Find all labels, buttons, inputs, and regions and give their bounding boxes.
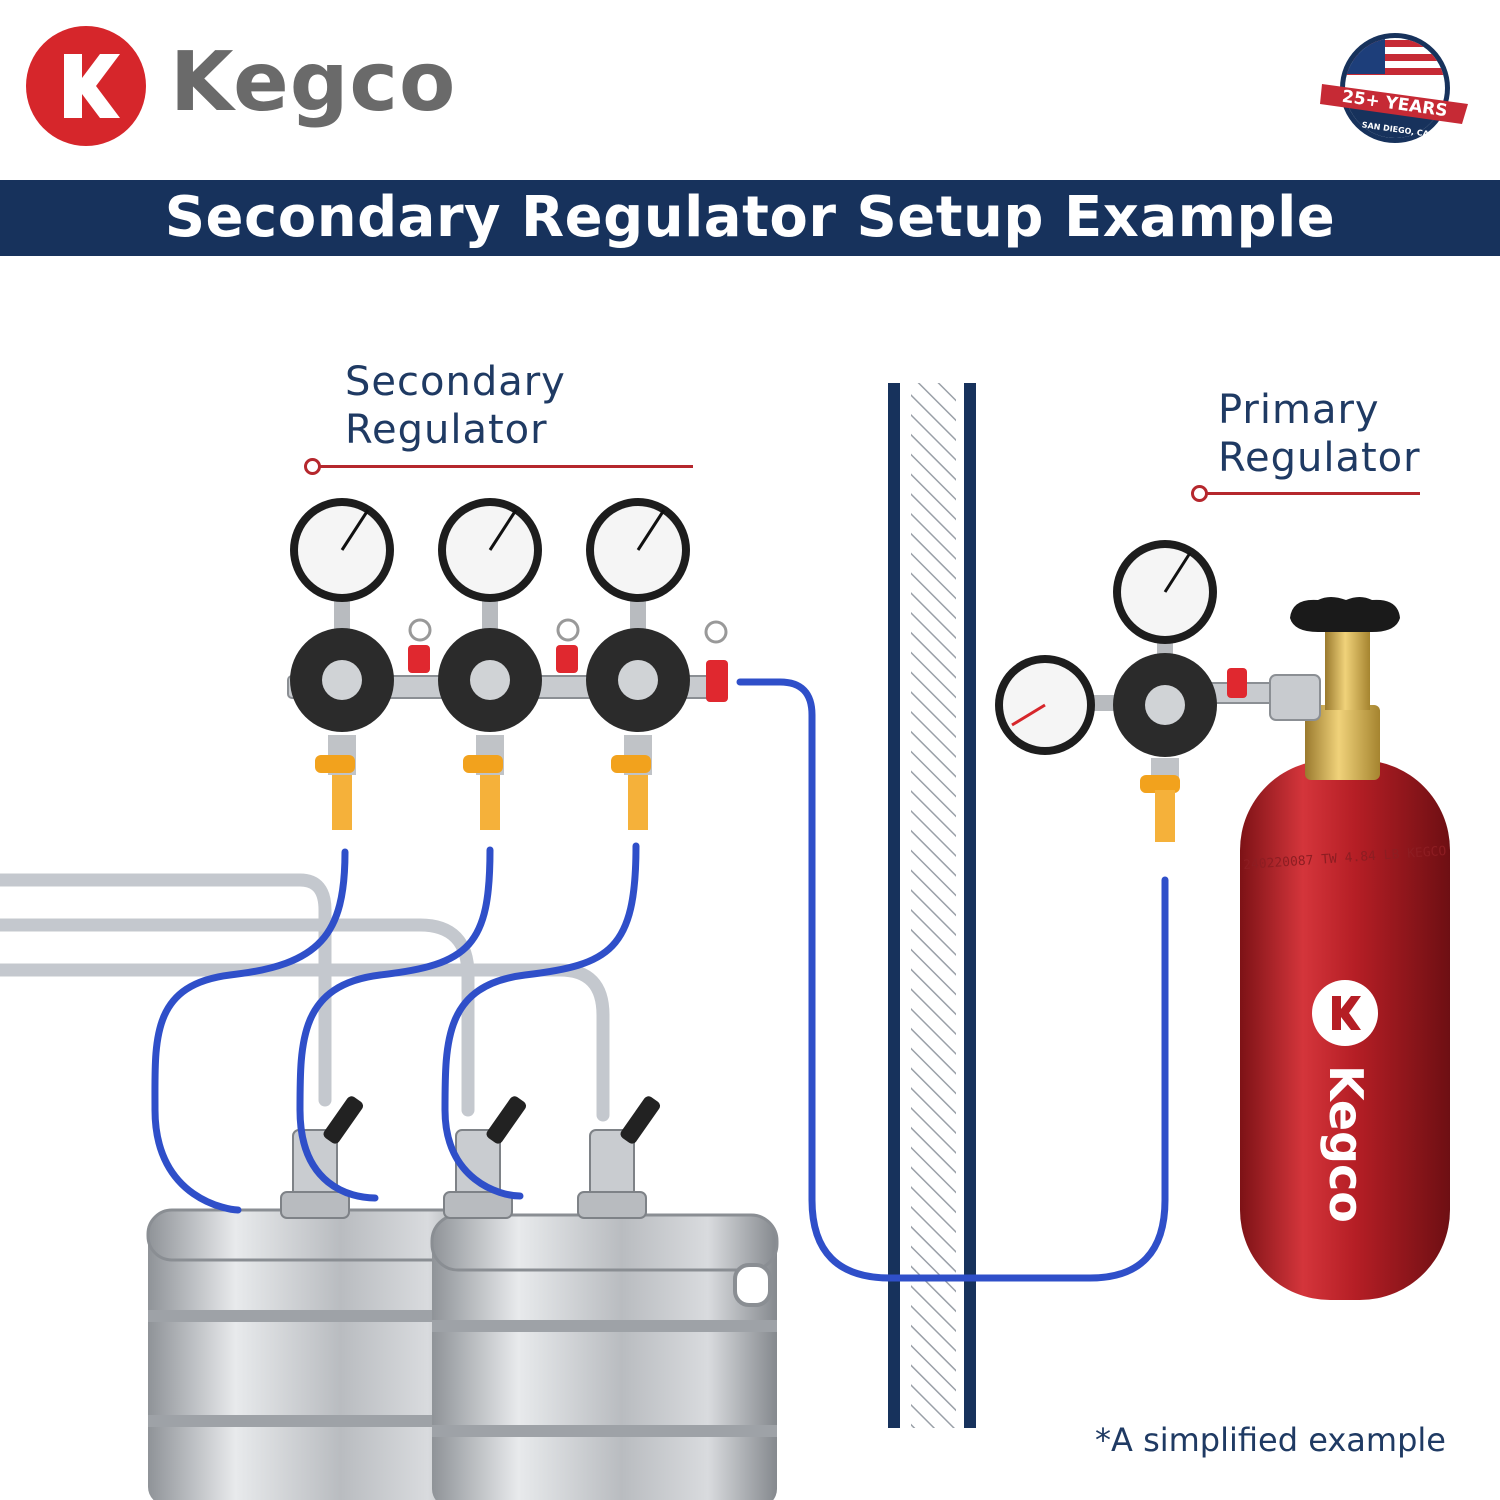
wall-line-right [964,383,976,1428]
keg-couplers [280,1096,661,1219]
coupler-2 [443,1096,527,1219]
title-banner: Secondary Regulator Setup Example [0,180,1500,256]
k-logo-icon [64,54,120,118]
primary-label-line2: Regulator [1218,435,1421,481]
primary-label-line1: Primary [1218,387,1380,433]
coupler-1 [280,1096,364,1219]
safety-valve-icon [706,660,728,702]
wall-hatch [911,383,956,1428]
safety-valve-icon [408,645,430,673]
safety-valve-icon [1227,668,1247,698]
keg-right [430,1213,779,1500]
gas-line-through-wall [736,678,1169,1282]
secondary-label-line2: Regulator [345,407,548,453]
primary-regulator-label: Primary Regulator [1218,386,1421,482]
secondary-label-leader [304,458,693,475]
25-years-badge: 25+ YEARS SAN DIEGO, CA [1320,33,1468,143]
regulator-body-3 [586,498,728,830]
shutoff-valve-icon [611,755,651,773]
footnote: *A simplified example [1095,1421,1446,1459]
shutoff-valve-icon [315,755,355,773]
keg-handle [733,1263,772,1307]
kegco-logo [26,26,146,146]
tank-brand-text: Kegco [1319,1065,1373,1223]
regulator-body-1 [290,498,432,830]
shutoff-valve-icon [463,755,503,773]
secondary-regulator-manifold [287,498,728,830]
shutoff-valve-icon [1140,775,1180,793]
co2-tank: 240220087 TW 4.84 LB KEGCO Kegco [1240,597,1450,1300]
tank-valve [1305,705,1380,780]
primary-regulator [995,540,1281,842]
safety-valve-icon [556,645,578,673]
wall-line-left [888,383,900,1428]
primary-label-leader [1191,485,1420,502]
secondary-label-line1: Secondary [345,359,566,405]
gas-lines [151,678,1169,1282]
brand-name: Kegco [170,35,457,130]
secondary-regulator-label: Secondary Regulator [345,358,566,454]
wall [888,383,976,1428]
page-title: Secondary Regulator Setup Example [164,185,1336,250]
regulator-body-2 [438,498,580,830]
tank-handwheel [1290,597,1400,632]
coupler-3 [577,1096,661,1219]
